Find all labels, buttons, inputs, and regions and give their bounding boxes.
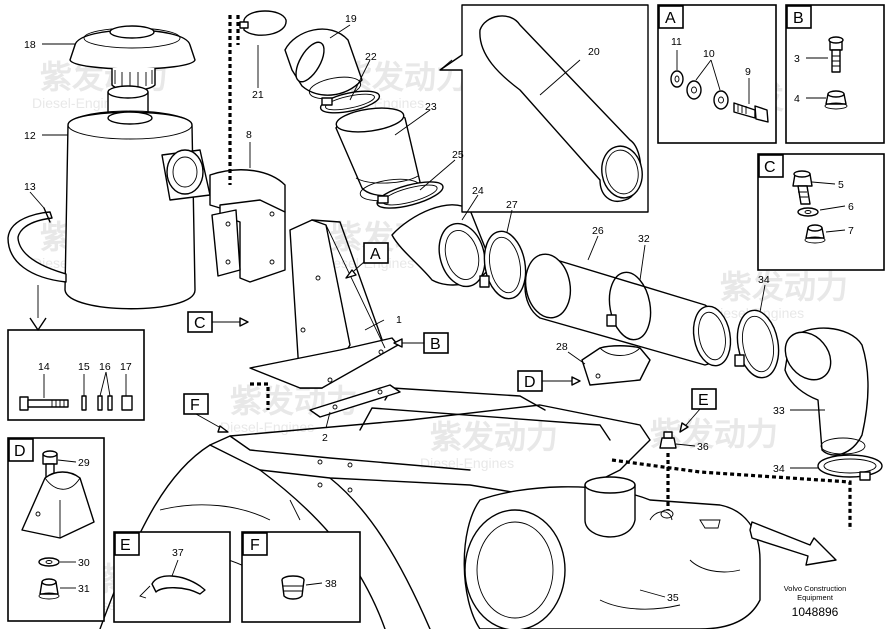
flag-a-label: A bbox=[370, 246, 381, 263]
callout-35: 35 bbox=[667, 592, 679, 604]
callout-17: 17 bbox=[120, 361, 132, 373]
callout-9: 9 bbox=[745, 66, 751, 78]
mounting-stand bbox=[249, 219, 401, 418]
callout-numbers: 18 12 13 8 21 19 22 23 25 24 27 26 32 34… bbox=[24, 13, 854, 604]
footer: Volvo Construction Equipment 1048896 bbox=[784, 584, 847, 619]
detail-e-label: E bbox=[120, 537, 131, 554]
callout-25: 25 bbox=[452, 149, 464, 161]
callout-21: 21 bbox=[252, 89, 264, 101]
support-28 bbox=[581, 345, 651, 386]
callout-23: 23 bbox=[425, 101, 437, 113]
flag-c-label: C bbox=[194, 315, 206, 332]
callout-29: 29 bbox=[78, 457, 90, 469]
elbow-19 bbox=[236, 10, 363, 100]
flag-f-label: F bbox=[190, 397, 200, 414]
watermark-text: 紫发动力 bbox=[430, 418, 558, 456]
callout-33: 33 bbox=[773, 405, 785, 417]
callout-32: 32 bbox=[638, 233, 650, 245]
callout-10: 10 bbox=[703, 48, 715, 60]
sensor-36 bbox=[659, 431, 677, 449]
callout-4: 4 bbox=[794, 93, 800, 105]
callout-36: 36 bbox=[697, 441, 709, 453]
watermark-layer: 紫发动力 Diesel-Engines 紫发动力 Diesel-Engines … bbox=[32, 58, 848, 613]
elbow-24 bbox=[391, 204, 493, 288]
detail-d-label: D bbox=[14, 443, 26, 460]
clamp-27 bbox=[479, 230, 527, 300]
callout-3: 3 bbox=[794, 53, 800, 65]
brand-line-2: Equipment bbox=[797, 593, 834, 602]
callout-27: 27 bbox=[506, 199, 518, 211]
clamp-34a bbox=[734, 309, 780, 379]
clamp-25 bbox=[376, 181, 444, 209]
detail-f-label: F bbox=[250, 537, 260, 554]
flag-a bbox=[363, 242, 389, 264]
callout-19: 19 bbox=[345, 13, 357, 25]
brand-line-1: Volvo Construction bbox=[784, 584, 847, 593]
callout-11: 11 bbox=[671, 36, 682, 48]
flag-d-label: D bbox=[524, 374, 536, 391]
callout-20: 20 bbox=[588, 46, 600, 58]
callout-2: 2 bbox=[322, 432, 328, 444]
callout-6: 6 bbox=[848, 201, 854, 213]
callout-22: 22 bbox=[365, 51, 377, 63]
callout-1: 1 bbox=[396, 314, 402, 326]
callout-8: 8 bbox=[246, 129, 252, 141]
hose-23 bbox=[335, 107, 421, 202]
air-filter-assembly bbox=[7, 15, 286, 310]
routing-line bbox=[611, 458, 852, 530]
detail-c: C bbox=[757, 153, 885, 271]
callout-16: 16 bbox=[99, 361, 111, 373]
detail-a-label: A bbox=[665, 10, 676, 27]
callout-34-upper: 34 bbox=[758, 274, 770, 286]
callout-15: 15 bbox=[78, 361, 90, 373]
callout-18: 18 bbox=[24, 39, 36, 51]
callout-14: 14 bbox=[38, 361, 50, 373]
detail-c-label: C bbox=[764, 159, 776, 176]
document-number: 1048896 bbox=[792, 605, 839, 619]
watermark-subtext: Diesel-Engines bbox=[32, 95, 126, 111]
callout-5: 5 bbox=[838, 179, 844, 191]
bolt-set-arrow bbox=[29, 317, 47, 331]
detail-d: D bbox=[7, 437, 105, 622]
flag-b-label: B bbox=[430, 336, 441, 353]
detail-f: F bbox=[241, 531, 361, 623]
detail-hose-20 bbox=[439, 4, 649, 213]
leader-lines bbox=[29, 24, 846, 598]
detail-a: A bbox=[657, 4, 777, 144]
detail-bolt-set bbox=[7, 329, 145, 421]
callout-37: 37 bbox=[172, 547, 184, 559]
flag-e-label: E bbox=[698, 392, 709, 409]
callout-13: 13 bbox=[24, 181, 36, 193]
watermark-text: 紫发动力 bbox=[720, 268, 848, 306]
clamp-22 bbox=[319, 90, 381, 114]
flag-e bbox=[691, 388, 717, 410]
detail-b: B bbox=[785, 4, 885, 144]
callout-24: 24 bbox=[472, 185, 484, 197]
elbow-33 bbox=[784, 327, 869, 456]
callout-28: 28 bbox=[556, 341, 568, 353]
callout-26: 26 bbox=[592, 225, 604, 237]
callout-30: 30 bbox=[78, 557, 90, 569]
callout-34-lower: 34 bbox=[773, 463, 785, 475]
detail-b-label: B bbox=[793, 10, 804, 27]
callout-31: 31 bbox=[78, 583, 90, 595]
view-flags: A B C D E F bbox=[183, 242, 717, 433]
callout-38: 38 bbox=[325, 578, 337, 590]
callout-7: 7 bbox=[848, 225, 854, 237]
clamp-34b bbox=[817, 454, 883, 481]
detail-e: E bbox=[113, 531, 231, 623]
watermark-subtext: Diesel-Engines bbox=[420, 455, 514, 471]
flow-arrow bbox=[749, 521, 837, 566]
callout-12: 12 bbox=[24, 130, 36, 142]
machine-hood bbox=[99, 387, 761, 629]
pipe-26 bbox=[524, 253, 732, 367]
